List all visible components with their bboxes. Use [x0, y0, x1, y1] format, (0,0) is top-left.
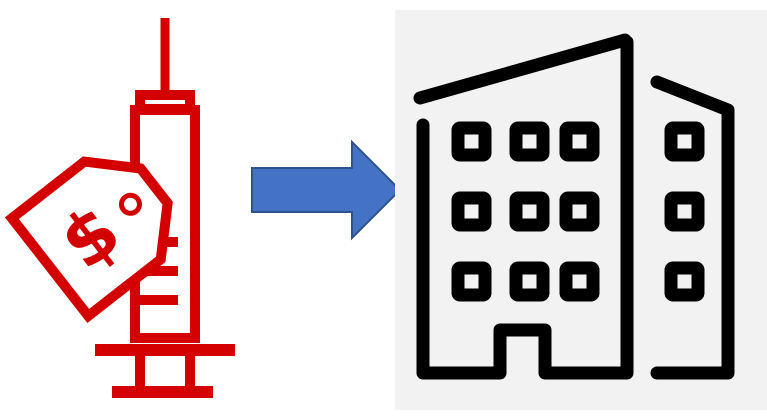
window — [664, 121, 705, 162]
window — [509, 261, 550, 302]
main-windows — [451, 121, 600, 302]
building-background — [395, 10, 767, 410]
window — [509, 191, 550, 232]
window — [509, 121, 550, 162]
window — [559, 261, 600, 302]
window — [451, 121, 492, 162]
window — [664, 261, 705, 302]
price-tag-icon: $ — [4, 156, 173, 323]
office-building-icon — [395, 10, 767, 410]
window — [559, 191, 600, 232]
side-wing-outline — [650, 75, 735, 380]
right-arrow-icon — [251, 139, 402, 241]
window — [559, 121, 600, 162]
side-windows — [664, 121, 705, 302]
window — [664, 191, 705, 232]
syringe-price-tag-icon: $ — [4, 18, 235, 398]
window — [451, 191, 492, 232]
tag-hole — [118, 192, 142, 216]
main-building-outline — [416, 35, 634, 380]
window — [451, 261, 492, 302]
main-roof — [413, 33, 632, 105]
